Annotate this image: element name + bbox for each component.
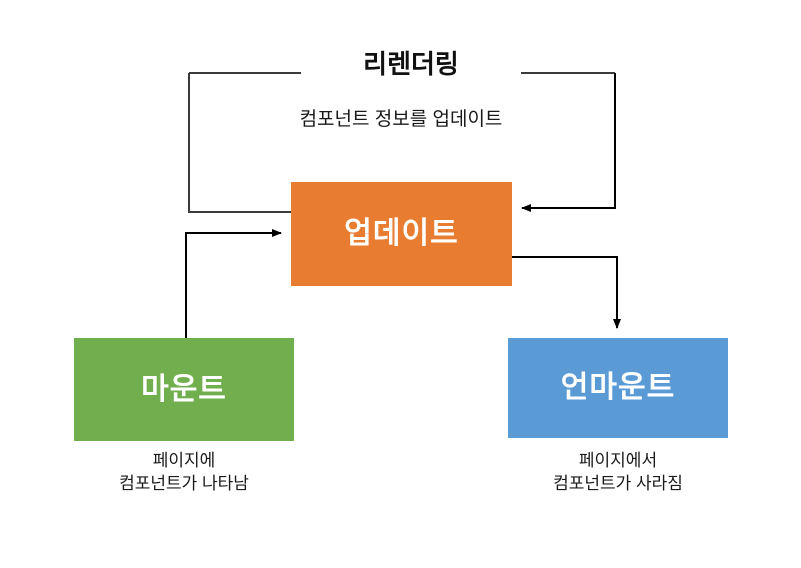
edge-rerender-loop-right xyxy=(521,73,616,212)
node-mount-label: 마운트 xyxy=(141,372,227,406)
node-unmount[interactable]: 언마운트 xyxy=(508,338,728,438)
node-update-label: 업데이트 xyxy=(344,217,459,250)
edge-rerender-loop-left xyxy=(188,73,293,213)
edge-update-to-unmount xyxy=(512,256,621,329)
node-mount[interactable]: 마운트 xyxy=(74,338,294,441)
node-unmount-label: 언마운트 xyxy=(560,371,676,404)
node-update[interactable]: 업데이트 xyxy=(291,182,512,286)
rerender-loop-title: 리렌더링 xyxy=(301,48,521,81)
node-unmount-caption: 페이지에서 컴포넌트가 사라짐 xyxy=(553,451,683,493)
rerender-loop-subtitle: 컴포넌트 정보를 업데이트 xyxy=(299,109,503,130)
node-mount-caption: 페이지에 컴포넌트가 나타남 xyxy=(119,451,249,493)
